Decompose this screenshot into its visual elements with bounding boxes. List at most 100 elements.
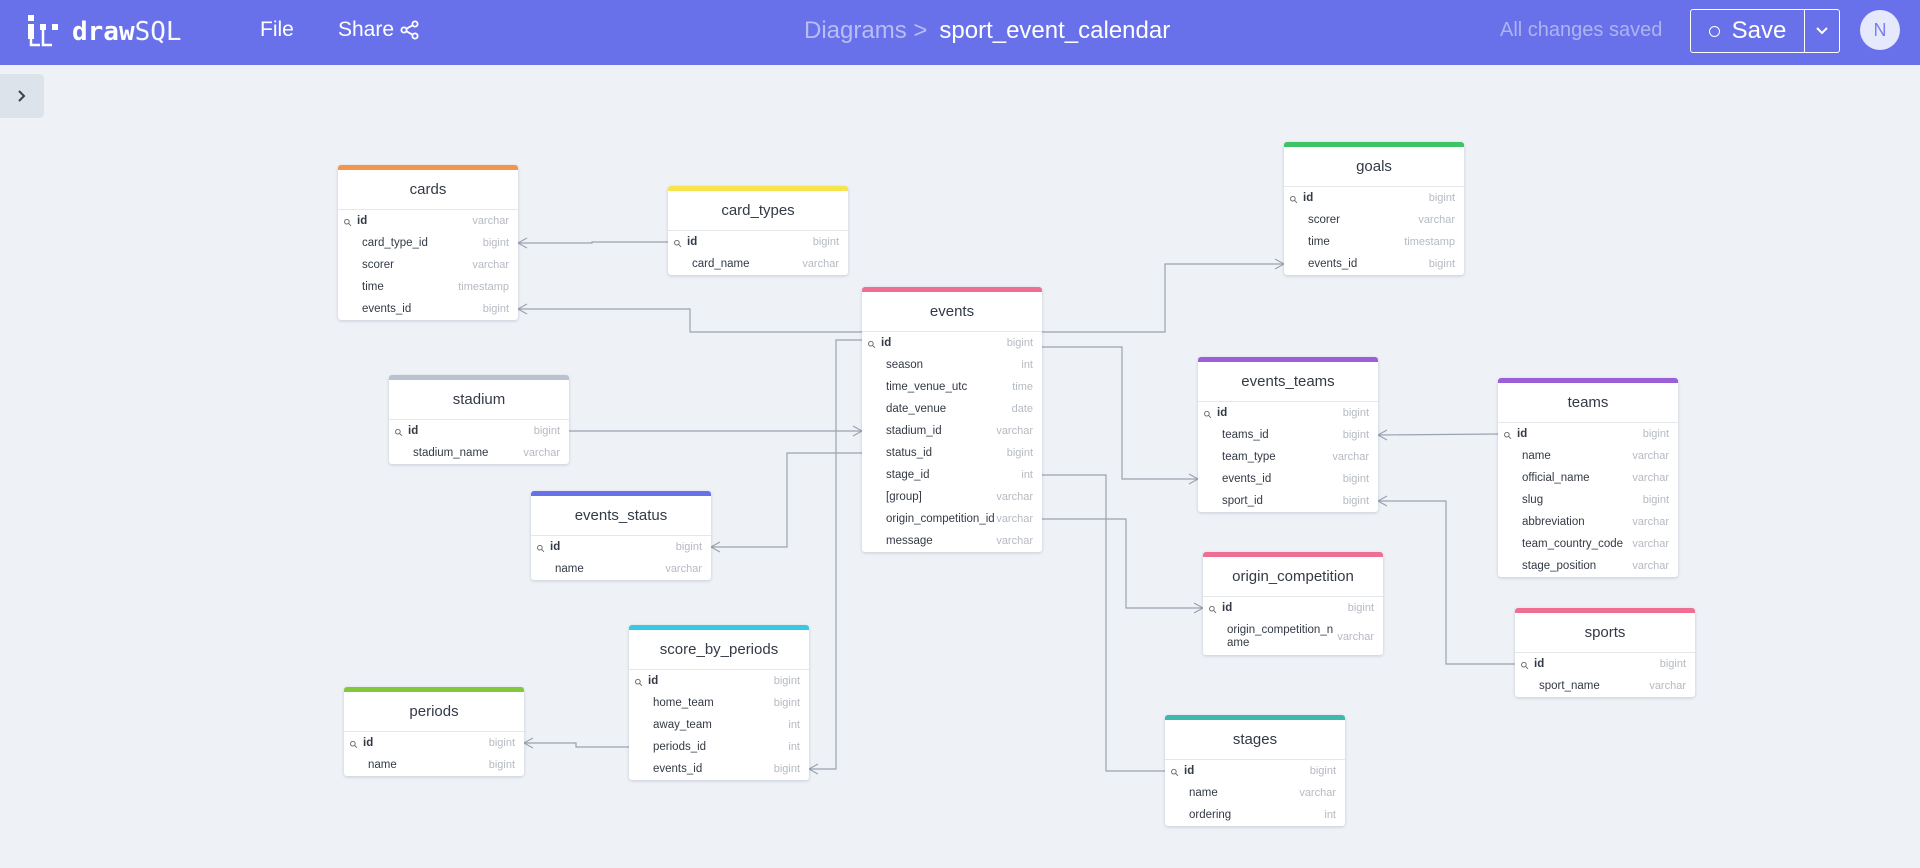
column-name: stadium_name: [413, 446, 489, 459]
table-title[interactable]: periods: [344, 692, 524, 732]
column-name: team_type: [1222, 450, 1276, 463]
column-type: bigint: [488, 737, 515, 749]
table-title[interactable]: cards: [338, 170, 518, 210]
sidebar-toggle-button[interactable]: [0, 74, 44, 118]
table-title[interactable]: events_teams: [1198, 362, 1378, 402]
user-avatar[interactable]: N: [1860, 10, 1900, 50]
diagram-title[interactable]: sport_event_calendar: [939, 17, 1171, 44]
column-type: bigint: [812, 236, 839, 248]
column-type: bigint: [675, 541, 702, 553]
file-menu[interactable]: File: [260, 18, 294, 41]
table-title[interactable]: sports: [1515, 613, 1695, 653]
column-type: varchar: [1632, 538, 1669, 550]
column-type: varchar: [1632, 450, 1669, 462]
column-type: date: [1011, 403, 1033, 415]
breadcrumb-diagrams-link[interactable]: Diagrams >: [804, 17, 928, 44]
table-title[interactable]: teams: [1498, 383, 1678, 423]
column-row[interactable]: [group]varchar: [862, 486, 1042, 508]
column-type: varchar: [1418, 214, 1455, 226]
table-title[interactable]: events_status: [531, 496, 711, 536]
table-title[interactable]: events: [862, 292, 1042, 332]
save-options-dropdown[interactable]: [1805, 10, 1839, 52]
table-title[interactable]: goals: [1284, 147, 1464, 187]
save-button[interactable]: Save: [1691, 10, 1805, 52]
drawsql-logo[interactable]: drawSQL: [28, 14, 182, 50]
share-menu[interactable]: Share: [338, 18, 420, 42]
table-title[interactable]: stadium: [389, 380, 569, 420]
column-type: int: [1021, 359, 1033, 371]
column-name: id: [1517, 427, 1528, 440]
table-title[interactable]: card_types: [668, 191, 848, 231]
column-name: abbreviation: [1522, 515, 1585, 528]
table-title[interactable]: score_by_periods: [629, 630, 809, 670]
table-title[interactable]: stages: [1165, 720, 1345, 760]
table-title[interactable]: origin_competition: [1203, 557, 1383, 597]
column-name: [group]: [886, 490, 922, 503]
